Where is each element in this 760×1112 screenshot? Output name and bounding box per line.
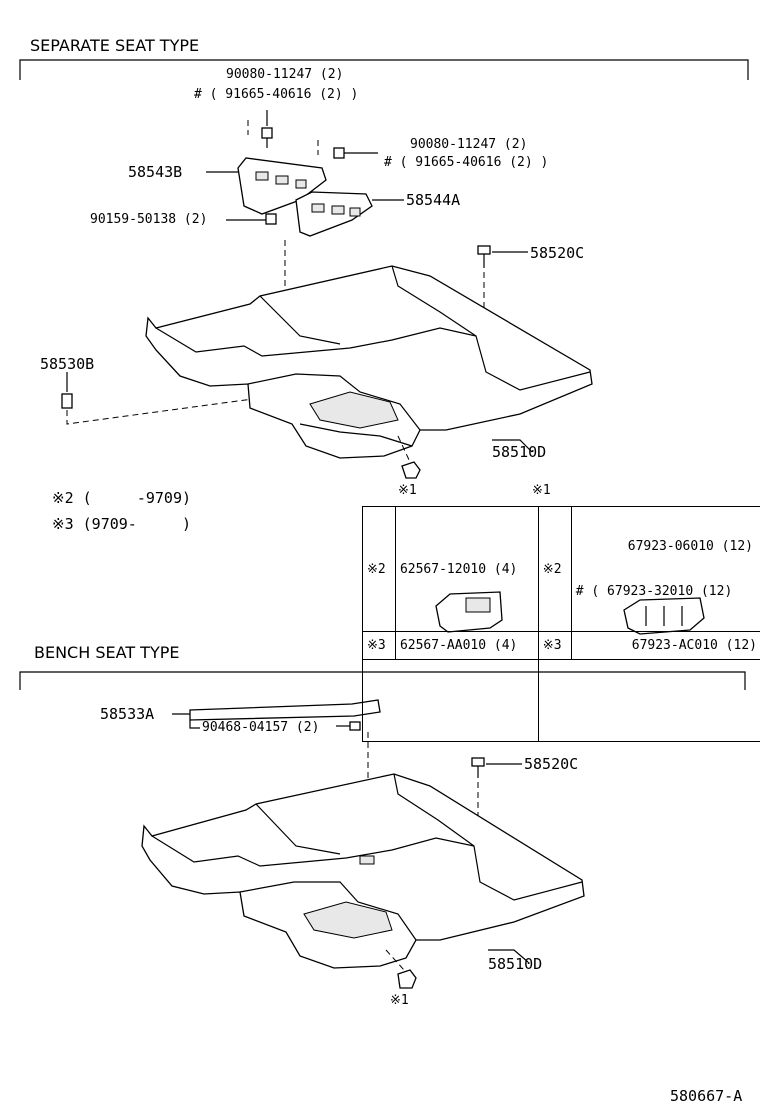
carpet-separate — [145, 265, 593, 459]
label-bolt-top-a-alt: # ( 91665-40616 (2) ) — [194, 87, 359, 102]
clip-58520c-bench — [471, 757, 522, 820]
bench-seat-title: BENCH SEAT TYPE — [34, 643, 180, 662]
table-mark-r1b: ※2 — [537, 506, 572, 632]
table-mark-r2b: ※3 — [537, 631, 572, 660]
note-3: ※3 (9709- ) — [52, 515, 191, 533]
label-bolt-top-b: 90080-11247 (2) — [410, 137, 528, 152]
label-cover-58533a: 58533A — [100, 705, 155, 723]
note-2: ※2 ( -9709) — [52, 489, 191, 507]
table-part-r1a: 62567-12010 (4) — [394, 506, 539, 632]
reference-table: ※2 62567-12010 (4) ※2 67923-06010 (12) #… — [362, 506, 760, 742]
table-part-r1b-alt: # ( 67923-32010 (12) — [575, 584, 733, 599]
bracket-58543b — [206, 157, 327, 215]
label-clip-small-bench: 90468-04157 (2) — [202, 720, 320, 735]
separate-frame — [19, 59, 749, 80]
clip-58520c-top — [477, 245, 528, 312]
label-clip-58520c-bench: 58520C — [524, 755, 579, 773]
bolt-top-a — [247, 110, 273, 148]
label-ref1-bench: ※1 — [390, 993, 409, 1008]
table-mark-r2a: ※3 — [362, 631, 396, 660]
table-part-r2a: 62567-AA010 (4) — [394, 631, 539, 660]
table-image-right — [537, 659, 760, 742]
table-part-r2b: 67923-AC010 (12) — [570, 631, 760, 660]
separate-seat-title: SEPARATE SEAT TYPE — [30, 36, 200, 55]
label-ref1-separate: ※1 — [398, 483, 417, 498]
bolt-top-b — [317, 140, 378, 159]
label-bolt-lower: 90159-50138 (2) — [90, 212, 208, 227]
bracket-58544a — [295, 191, 404, 237]
table-part-r1b-main: 67923-06010 (12) — [627, 539, 753, 554]
carpet-bench — [141, 773, 585, 969]
retainer-clip-separate — [397, 435, 421, 479]
label-bolt-top-a: 90080-11247 (2) — [226, 67, 344, 82]
clip-58530b — [61, 372, 261, 425]
table-part-r1b: 67923-06010 (12) # ( 67923-32010 (12) — [570, 506, 760, 632]
label-clip-58520c: 58520C — [530, 244, 585, 262]
label-ref1-table: ※1 — [532, 483, 551, 498]
label-bolt-top-b-alt: # ( 91665-40616 (2) ) — [384, 155, 549, 170]
table-mark-r1a: ※2 — [362, 506, 396, 632]
table-image-left — [362, 659, 539, 742]
retainer-clip-bench — [385, 949, 417, 989]
label-carpet-separate: 58510D — [492, 443, 547, 461]
diagram-code: 580667-A — [670, 1087, 743, 1105]
label-clip-58530b: 58530B — [40, 355, 95, 373]
label-carpet-bench: 58510D — [488, 955, 543, 973]
label-bracket-58544a: 58544A — [406, 191, 461, 209]
label-bracket-58543b: 58543B — [128, 163, 183, 181]
